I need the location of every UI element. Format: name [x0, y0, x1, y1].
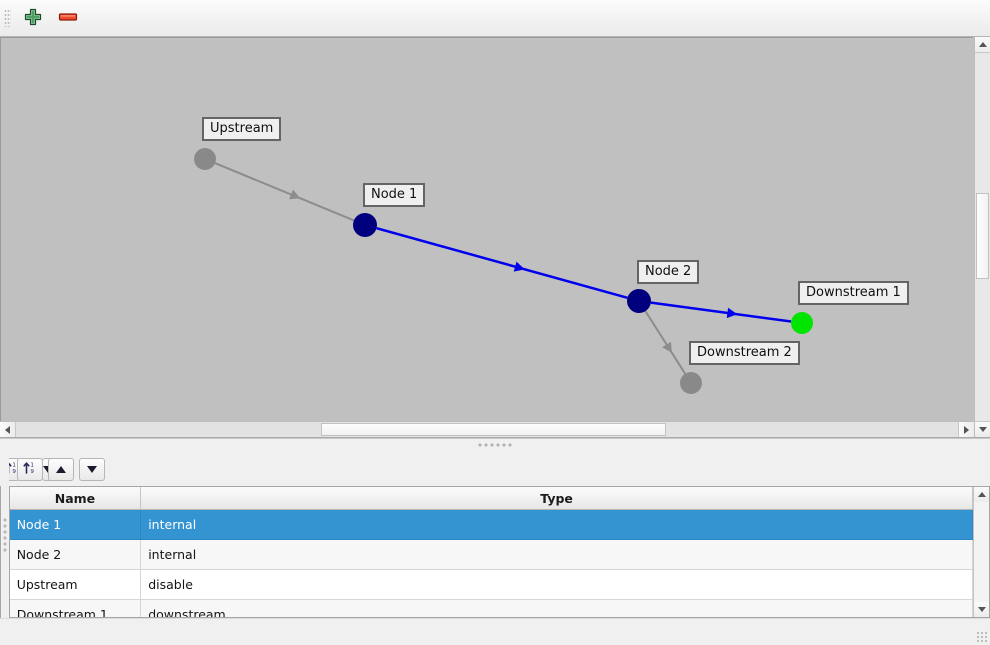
- nodes-toolbar: 1 9: [9, 451, 990, 486]
- scroll-up-button[interactable]: [974, 487, 990, 502]
- remove-button[interactable]: [53, 4, 83, 32]
- nodes-table-cell-1[interactable]: disable: [140, 569, 974, 600]
- vertical-scroll-thumb[interactable]: [976, 193, 989, 279]
- arrow-up-icon: [978, 42, 987, 47]
- arrow-down-icon: [977, 607, 986, 612]
- graph-node-node1[interactable]: [353, 213, 377, 237]
- horizontal-splitter[interactable]: [0, 438, 990, 451]
- triangle-up-icon: [55, 465, 66, 473]
- graph-horizontal-scrollbar[interactable]: [0, 421, 974, 437]
- edge-arrowhead-upstream-node1: [289, 189, 301, 200]
- splitter-grip: [477, 443, 513, 447]
- vertical-scroll-track[interactable]: [974, 502, 990, 602]
- horizontal-scroll-thumb[interactable]: [321, 423, 666, 436]
- graph-edge-node1-node2[interactable]: [376, 227, 628, 299]
- nodes-table-cell-0[interactable]: Downstream 1: [9, 599, 142, 617]
- graph-svg: [194, 148, 813, 394]
- nodes-table-cell-1[interactable]: internal: [140, 539, 974, 570]
- add-button[interactable]: [18, 4, 48, 32]
- graph-node-node2[interactable]: [627, 289, 651, 313]
- scroll-down-button[interactable]: [975, 421, 990, 437]
- graph-node-label-upstream[interactable]: Upstream: [202, 117, 282, 141]
- plus-icon: [23, 7, 43, 30]
- vertical-splitter[interactable]: [0, 451, 9, 618]
- graph-node-downstream2[interactable]: [680, 372, 702, 394]
- svg-text:1: 1: [31, 463, 35, 469]
- edge-arrowhead-node1-node2: [513, 261, 525, 272]
- graph-node-upstream[interactable]: [194, 148, 216, 170]
- scroll-up-button[interactable]: [975, 37, 990, 53]
- graph-node-label-node2[interactable]: Node 2: [637, 260, 700, 284]
- graph-node-label-downstream2[interactable]: Downstream 2: [689, 341, 800, 365]
- nodes-table-column-header-1[interactable]: Type: [140, 487, 974, 510]
- nodes-table-cell-1[interactable]: internal: [140, 509, 974, 540]
- triangle-down-icon: [86, 465, 97, 473]
- svg-text:1: 1: [12, 463, 16, 469]
- nodes-sort-button[interactable]: 1 9: [16, 457, 43, 481]
- arrow-up-icon: [977, 492, 986, 497]
- edge-arrowhead-node2-downstream2: [662, 341, 672, 353]
- graph-edge-node2-downstream1[interactable]: [650, 301, 792, 323]
- nodes-table-cell-0[interactable]: Node 1: [9, 509, 142, 540]
- arrow-left-icon: [5, 425, 10, 434]
- graph-node-downstream1[interactable]: [791, 312, 813, 334]
- nodes-table-scrollbar[interactable]: [973, 487, 990, 617]
- tables-area: 1 9 NameSource nodeDestination node Node: [0, 451, 990, 618]
- nodes-table-column-header-0[interactable]: Name: [9, 487, 142, 510]
- svg-text:9: 9: [31, 469, 35, 475]
- arrow-right-icon: [964, 425, 969, 434]
- graph-edge-node2-downstream2[interactable]: [644, 310, 686, 375]
- nodes-table-cell-1[interactable]: downstream: [140, 599, 974, 617]
- graph-node-label-downstream1[interactable]: Downstream 1: [798, 281, 909, 305]
- graph-edge-upstream-node1[interactable]: [214, 162, 355, 222]
- toolbar-grip[interactable]: [4, 7, 13, 29]
- scroll-right-button[interactable]: [958, 422, 974, 437]
- scroll-down-button[interactable]: [974, 602, 990, 617]
- graph-node-label-node1[interactable]: Node 1: [363, 183, 426, 207]
- horizontal-scroll-track[interactable]: [16, 422, 958, 437]
- svg-text:9: 9: [12, 469, 16, 475]
- status-bar: [0, 618, 990, 645]
- scroll-left-button[interactable]: [0, 422, 16, 437]
- nodes-table-cell-0[interactable]: Upstream: [9, 569, 142, 600]
- graph-vertical-scrollbar[interactable]: [974, 37, 990, 437]
- edge-arrowhead-node2-downstream1: [726, 307, 738, 319]
- nodes-move-down-button[interactable]: [78, 457, 105, 481]
- splitter-grip: [2, 516, 7, 553]
- main-toolbar: [0, 0, 990, 37]
- minus-icon: [57, 7, 79, 30]
- nodes-table-cell-0[interactable]: Node 2: [9, 539, 142, 570]
- vertical-scroll-track[interactable]: [975, 53, 990, 421]
- nodes-move-up-button[interactable]: [47, 457, 74, 481]
- arrow-down-icon: [978, 427, 987, 432]
- sort-ascending-icon: 1 9: [22, 460, 37, 478]
- window-resize-grip[interactable]: [976, 631, 988, 643]
